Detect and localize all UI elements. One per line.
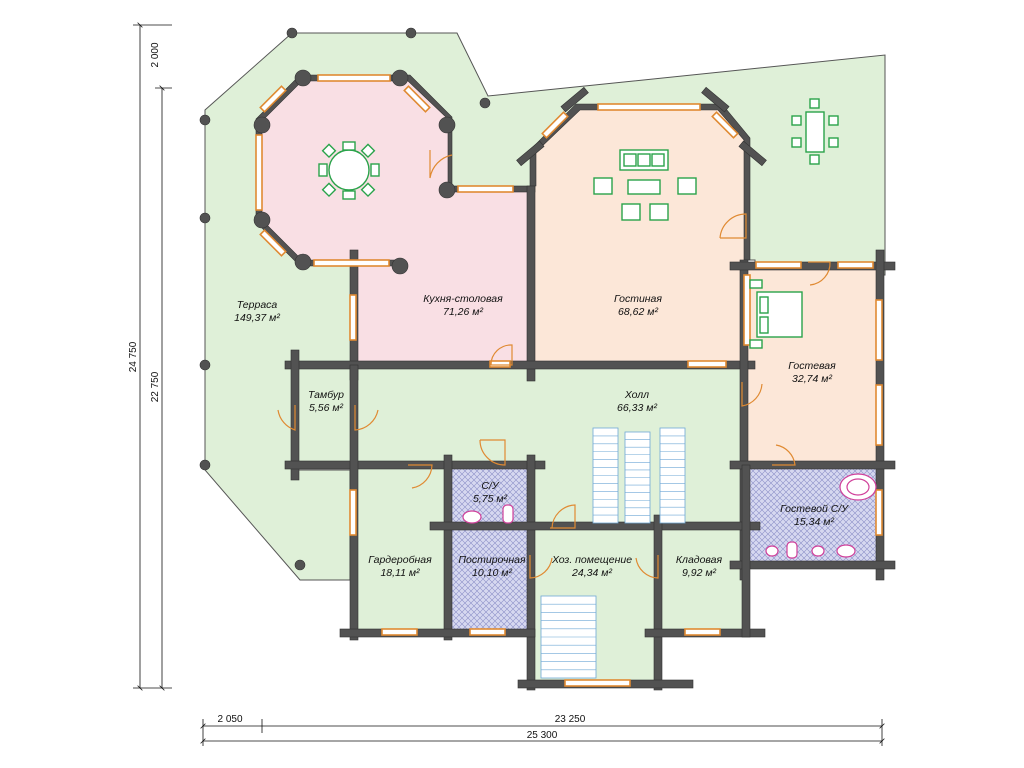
room-fill-wardrobe — [355, 468, 445, 633]
plumbing-fixtures — [462, 473, 877, 559]
doors — [277, 150, 831, 579]
utility-staircase — [540, 595, 597, 679]
room-area-wardrobe: 18,11 м² — [380, 567, 420, 579]
room-area-hall: 66,33 м² — [617, 402, 657, 414]
room-name-wardrobe: Гардеробная — [368, 554, 432, 566]
dim-vertical-top: 2 000 — [150, 42, 161, 67]
room-area-kitchen: 71,26 м² — [443, 306, 483, 318]
room-area-utility: 24,34 м² — [571, 567, 612, 579]
round-posts — [199, 27, 491, 571]
room-name-wc: С/У — [481, 480, 500, 492]
room-fill-living — [530, 108, 745, 365]
room-name-pantry: Кладовая — [676, 554, 723, 566]
room-area-terrace: 149,37 м² — [234, 312, 280, 324]
dimension-labels: 24 750 22 750 2 000 2 050 23 250 25 300 — [128, 42, 586, 741]
dim-horizontal-main: 23 250 — [555, 714, 586, 725]
room-name-hall: Холл — [624, 389, 649, 401]
room-fill-wc — [448, 468, 530, 526]
room-fill-vestibule — [295, 365, 355, 465]
dim-vertical-main: 22 750 — [150, 371, 161, 402]
room-name-kitchen: Кухня-столовая — [423, 293, 503, 305]
room-area-guest: 32,74 м² — [792, 373, 832, 385]
dim-horizontal-left: 2 050 — [217, 714, 242, 725]
room-area-vestibule: 5,56 м² — [309, 402, 344, 414]
room-area-pantry: 9,92 м² — [682, 567, 717, 579]
room-area-wc: 5,75 м² — [473, 493, 508, 505]
room-labels: Терраса 149,37 м² Кухня-столовая 71,26 м… — [234, 293, 849, 579]
windows — [255, 74, 883, 687]
dim-vertical-total: 24 750 — [128, 341, 139, 372]
corner-logs — [516, 86, 767, 167]
room-name-utility: Хоз. помещение — [551, 554, 632, 566]
living-sofa-set — [593, 149, 697, 221]
room-area-laundry: 10,10 м² — [472, 567, 512, 579]
room-fill-pantry — [658, 528, 746, 633]
room-name-vestibule: Тамбур — [308, 389, 344, 401]
dimension-lines — [133, 22, 885, 746]
room-area-living: 68,62 м² — [618, 306, 658, 318]
guest-bed — [749, 279, 803, 349]
kitchen-table-set — [318, 141, 380, 200]
dim-horizontal-total: 25 300 — [527, 730, 558, 741]
room-area-guest-wc: 15,34 м² — [794, 516, 834, 528]
room-name-laundry: Постирочная — [458, 554, 526, 566]
room-name-guest-wc: Гостевой С/У — [780, 503, 849, 515]
room-fill-laundry — [448, 528, 530, 633]
room-name-terrace: Терраса — [237, 299, 278, 311]
terrace-table-set — [791, 98, 839, 165]
main-staircase — [592, 427, 686, 524]
room-name-living: Гостиная — [614, 293, 662, 305]
room-name-guest: Гостевая — [788, 360, 836, 372]
